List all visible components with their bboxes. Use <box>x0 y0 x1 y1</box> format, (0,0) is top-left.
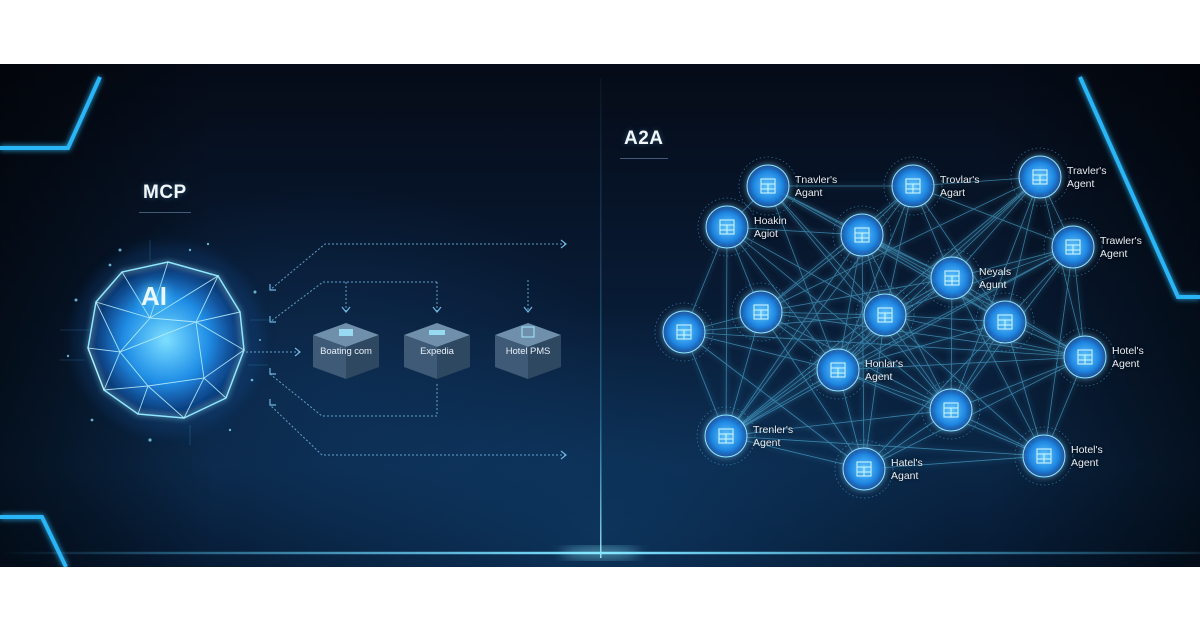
hotel-building-icon <box>944 270 960 286</box>
agent-node <box>1055 327 1115 387</box>
agent-node <box>883 156 943 216</box>
agent-node <box>834 439 894 499</box>
title-underline <box>139 212 191 213</box>
hotel-building-icon <box>1065 239 1081 255</box>
neon-frame-right <box>1078 76 1200 299</box>
agent-node <box>731 282 791 342</box>
hotel-building-icon <box>943 402 959 418</box>
agent-node <box>1043 217 1103 277</box>
hotel-building-icon <box>830 362 846 378</box>
agent-label: Trawler's Agent <box>1100 235 1142 260</box>
agent-label: Trovlar's Agart <box>940 174 980 199</box>
cube-label: Expedia <box>420 346 454 357</box>
agent-node <box>696 406 756 466</box>
diagram-canvas: MCP A2A AI Boating com Expedia Hotel PMS… <box>0 64 1200 567</box>
agent-node <box>975 292 1035 352</box>
hotel-building-icon <box>753 304 769 320</box>
agent-node <box>654 302 714 362</box>
agent-node <box>922 248 982 308</box>
system-cube-booking: Boating com <box>313 323 379 383</box>
agent-label: Hatel's Agant <box>891 457 923 482</box>
background-decorations <box>0 76 1200 567</box>
hotel-building-icon <box>760 178 776 194</box>
mcp-section-title: MCP <box>139 182 191 213</box>
agent-node <box>697 197 757 257</box>
agent-label: Hoakin Agiot <box>754 215 787 240</box>
neon-frame-top-left <box>0 76 102 150</box>
mcp-title-text: MCP <box>143 182 187 203</box>
a2a-title-text: A2A <box>624 128 664 149</box>
center-divider <box>600 78 602 558</box>
system-cube-expedia: Expedia <box>404 323 470 383</box>
agent-node <box>1010 147 1070 207</box>
system-cube-hotel-pms: Hotel PMS <box>495 323 561 383</box>
agent-node <box>855 285 915 345</box>
mcp-arrowheads <box>269 239 567 460</box>
hotel-building-icon <box>856 461 872 477</box>
agent-label: Hotel's Agent <box>1071 444 1103 469</box>
hotel-building-icon <box>676 324 692 340</box>
a2a-section-title: A2A <box>620 128 668 159</box>
ai-core-label: AI <box>141 281 167 311</box>
hotel-building-icon <box>997 314 1013 330</box>
ai-sphere-icon <box>60 240 270 445</box>
hotel-building-icon <box>1036 448 1052 464</box>
agent-node <box>832 205 892 265</box>
cube-label: Hotel PMS <box>505 346 551 357</box>
neon-frame-bottom-left <box>0 515 68 567</box>
agent-label: Honlar's Agent <box>865 358 904 383</box>
agent-node <box>921 380 981 440</box>
agent-label: Hotel's Agent <box>1112 345 1144 370</box>
hotel-building-icon <box>854 227 870 243</box>
agent-label: Neyals Agunt <box>979 266 1012 291</box>
title-underline <box>620 158 668 159</box>
agent-label: Travler's Agent <box>1067 165 1107 190</box>
mcp-flow-arrows <box>246 243 566 456</box>
agent-network-nodes <box>654 147 1115 499</box>
agent-node <box>808 340 868 400</box>
agent-node <box>738 156 798 216</box>
cube-label: Boating com <box>320 346 372 357</box>
hotel-building-icon <box>1032 169 1048 185</box>
hotel-building-icon <box>718 428 734 444</box>
hotel-building-icon <box>905 178 921 194</box>
hotel-building-icon <box>877 307 893 323</box>
agent-node <box>1014 426 1074 486</box>
hotel-building-icon <box>719 219 735 235</box>
agent-label: Trenler's Agent <box>753 424 794 449</box>
system-cubes <box>313 323 561 379</box>
agent-label: Tnavler's Agant <box>795 174 838 199</box>
hotel-building-icon <box>1077 349 1093 365</box>
